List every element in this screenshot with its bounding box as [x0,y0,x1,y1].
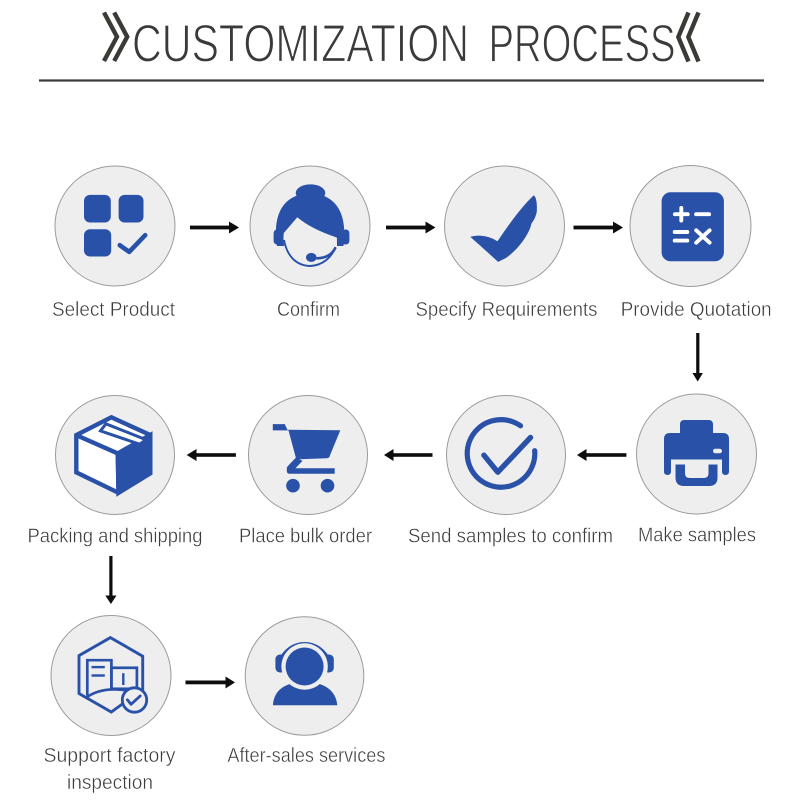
svg-text:Select Product: Select Product [52,299,175,321]
svg-text:Make samples: Make samples [638,525,756,547]
svg-text:Provide Quotation: Provide Quotation [621,299,772,321]
svg-text:PROCESS: PROCESS [489,14,676,73]
svg-text:Confirm: Confirm [277,299,340,321]
svg-text:inspection: inspection [67,772,153,794]
svg-text:Place bulk order: Place bulk order [239,526,372,548]
svg-text:Packing and shipping: Packing and shipping [28,526,203,548]
svg-text:Send samples to confirm: Send samples to confirm [408,525,613,547]
svg-text:CUSTOMIZATION: CUSTOMIZATION [132,14,469,73]
svg-text:Specify Requirements: Specify Requirements [416,299,598,321]
svg-text:After-sales services: After-sales services [227,745,385,767]
svg-text:Support factory: Support factory [44,745,176,767]
